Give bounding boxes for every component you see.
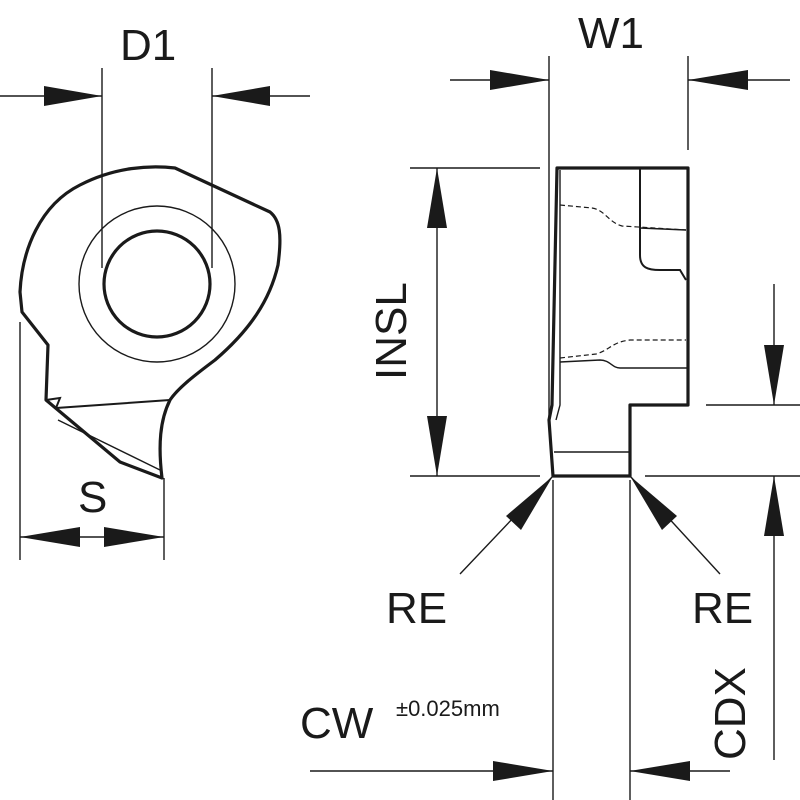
- s-label: S: [78, 473, 107, 522]
- insert-top-view: [18, 165, 282, 480]
- cw-tolerance-label: ±0.025mm: [396, 696, 500, 721]
- insert-rake-detail: [45, 396, 171, 410]
- re-left-leader: [459, 475, 554, 575]
- hidden-line-lower: [559, 339, 686, 359]
- hidden-line-upper: [559, 204, 687, 231]
- hole-inner-circle: [102, 229, 212, 339]
- re-right-leader: [629, 475, 721, 575]
- cw-dimension: [310, 480, 730, 800]
- w1-label: W1: [578, 9, 644, 58]
- insert-edge-line: [57, 419, 161, 471]
- d1-label: D1: [120, 21, 176, 70]
- s-dimension: [19, 322, 165, 560]
- side-body-outline: [547, 166, 690, 478]
- insl-label: INSL: [367, 282, 416, 380]
- cw-label: CW: [300, 699, 374, 748]
- re-right-label: RE: [692, 584, 753, 633]
- hole-outer-circle: [78, 205, 236, 363]
- insert-side-view: [547, 166, 690, 478]
- w1-dimension: [450, 56, 790, 420]
- cdx-label: CDX: [706, 667, 755, 760]
- insert-outline: [18, 165, 282, 480]
- d1-dimension: [0, 68, 310, 268]
- insl-dimension: [410, 167, 540, 477]
- side-step-right: [639, 168, 687, 281]
- cdx-dimension: [645, 284, 800, 760]
- side-lower-curve: [559, 359, 688, 369]
- side-inner-left: [555, 170, 561, 421]
- re-left-label: RE: [386, 584, 447, 633]
